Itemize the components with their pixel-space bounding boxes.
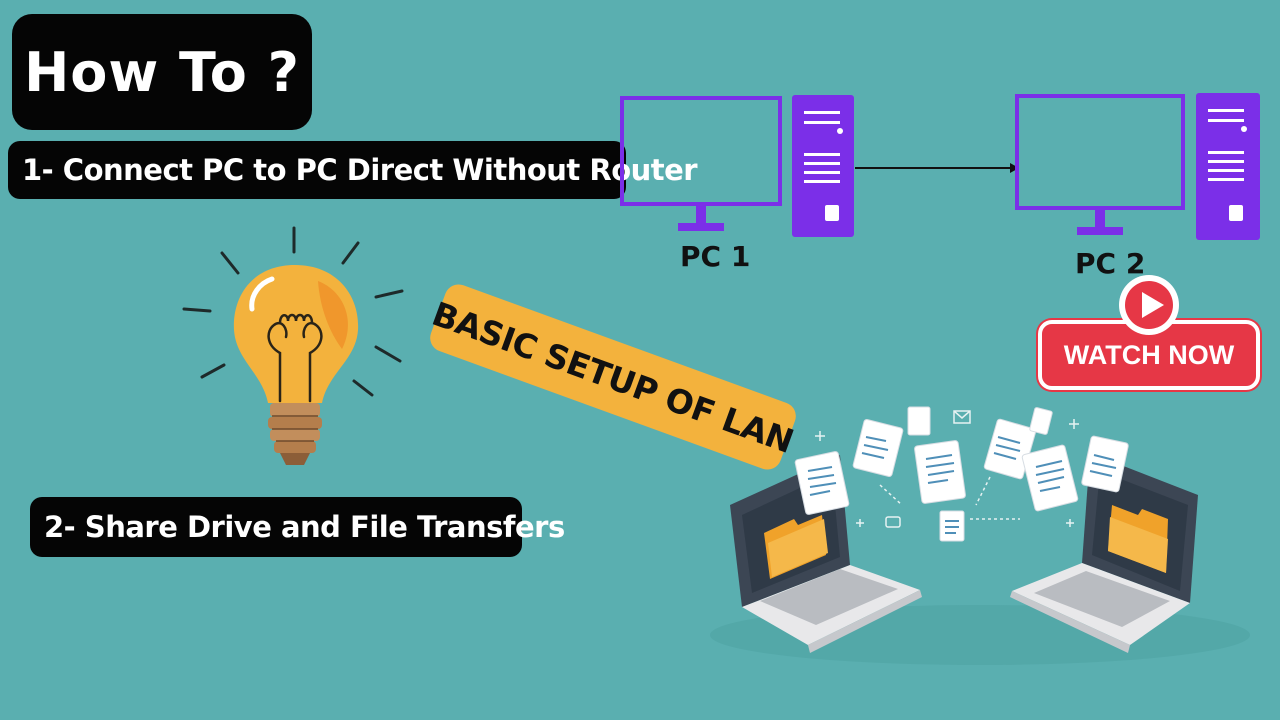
pc-2-label: PC 2 — [1075, 247, 1146, 280]
title-how-to: How To ? — [12, 14, 312, 130]
pc-2-illustration — [1015, 93, 1260, 240]
step-2-label: 2- Share Drive and File Transfers — [30, 497, 565, 557]
monitor-icon — [1015, 94, 1185, 235]
document-icon — [794, 406, 1129, 542]
monitor-icon — [620, 96, 782, 231]
tower-icon — [1196, 93, 1260, 240]
pc-1-label: PC 1 — [680, 240, 751, 273]
play-icon[interactable] — [1116, 272, 1182, 338]
file-transfer-illustration — [710, 406, 1250, 665]
lightbulb-icon — [182, 226, 404, 465]
folder-icon — [1108, 505, 1168, 573]
folder-icon — [764, 515, 828, 579]
connection-arrow-icon — [855, 163, 1019, 173]
tower-icon — [792, 95, 854, 237]
step-1-label: 1- Connect PC to PC Direct Without Route… — [8, 141, 698, 199]
pc-1-illustration — [620, 95, 854, 237]
